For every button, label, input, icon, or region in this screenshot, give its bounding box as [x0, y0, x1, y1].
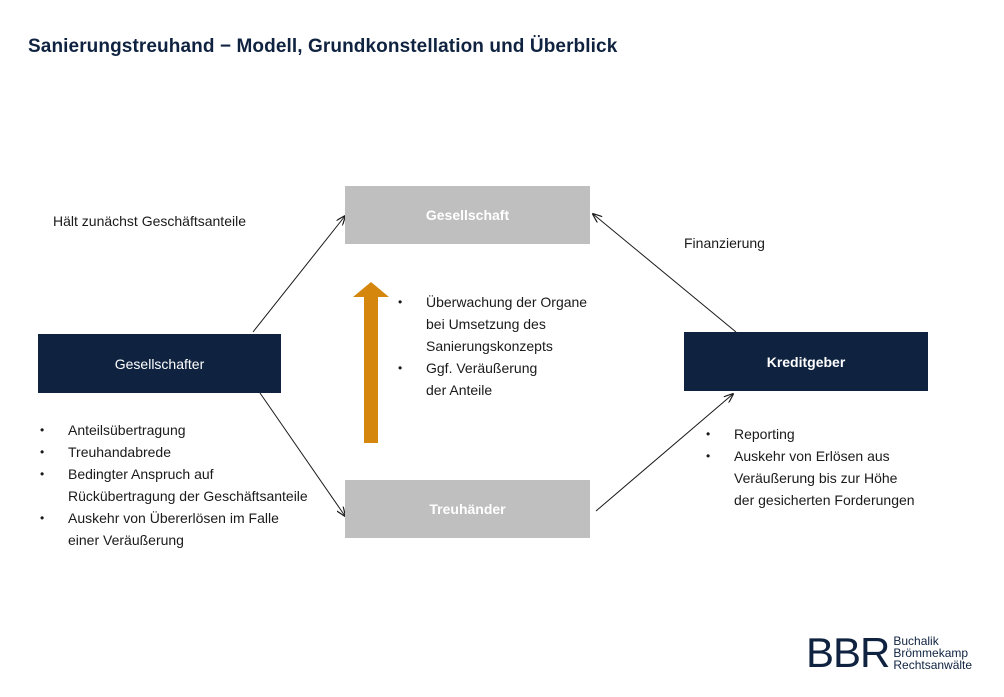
bullet-line: Treuhandabrede: [68, 444, 172, 460]
node-gesellschaft: Gesellschaft: [345, 186, 590, 244]
node-gesellschafter: Gesellschafter: [38, 334, 281, 393]
bullet-line: Veräußerung bis zur Höhe: [734, 470, 898, 486]
logo-mark: BBR: [806, 629, 890, 676]
logo-line: Brömmekamp: [893, 646, 969, 660]
label-finanzierung: Finanzierung: [684, 235, 765, 251]
bullet-line: der gesicherten Forderungen: [734, 492, 915, 508]
orange-up-arrow: [353, 282, 389, 443]
bullet-line: bei Umsetzung des: [426, 316, 546, 332]
bullet-line: der Anteile: [426, 382, 493, 398]
node-treuhaender: Treuhänder: [345, 480, 590, 538]
logo-line: Buchalik: [893, 634, 939, 648]
list-item: Bedingter Anspruch auf Rückübertragung d…: [38, 463, 338, 507]
arrow-gesellschafter-to-gesellschaft: [252, 216, 345, 333]
list-item: Überwachung der Organe bei Umsetzung des…: [396, 291, 626, 357]
page-title: Sanierungstreuhand − Modell, Grundkonste…: [28, 36, 618, 57]
bullet-line: Reporting: [734, 426, 795, 442]
node-kreditgeber: Kreditgeber: [684, 332, 928, 391]
bullet-line: Auskehr von Übererlösen im Falle: [68, 510, 279, 526]
center-bullet-list: Überwachung der Organe bei Umsetzung des…: [396, 291, 626, 401]
arrow-treuhaender-to-kreditgeber: [595, 394, 733, 512]
bullet-line: Sanierungskonzepts: [426, 338, 553, 354]
bullet-line: Anteilsübertragung: [68, 422, 186, 438]
list-item: Auskehr von Erlösen aus Veräußerung bis …: [704, 445, 944, 511]
arrow-kreditgeber-to-gesellschaft: [593, 214, 737, 333]
right-bullet-list: Reporting Auskehr von Erlösen aus Veräuß…: [704, 423, 944, 511]
bullet-line: Bedingter Anspruch auf: [68, 466, 214, 482]
bbr-logo: BBR Buchalik Brömmekamp Rechtsanwälte: [806, 632, 972, 674]
left-bullet-list: Anteilsübertragung Treuhandabrede Beding…: [38, 419, 338, 551]
bullet-line: Auskehr von Erlösen aus: [734, 448, 890, 464]
logo-wordmark: Buchalik Brömmekamp Rechtsanwälte: [893, 635, 972, 671]
label-haelt-geschaeftsanteile: Hält zunächst Geschäftsanteile: [53, 213, 246, 229]
list-item: Ggf. Veräußerung der Anteile: [396, 357, 626, 401]
bullet-line: einer Veräußerung: [68, 532, 184, 548]
logo-line: Rechtsanwälte: [893, 658, 973, 672]
list-item: Reporting: [704, 423, 944, 445]
list-item: Anteilsübertragung: [38, 419, 338, 441]
list-item: Auskehr von Übererlösen im Falle einer V…: [38, 507, 338, 551]
bullet-line: Ggf. Veräußerung: [426, 360, 538, 376]
list-item: Treuhandabrede: [38, 441, 338, 463]
bullet-line: Überwachung der Organe: [426, 294, 588, 310]
bullet-line: Rückübertragung der Geschäftsanteile: [68, 488, 308, 504]
